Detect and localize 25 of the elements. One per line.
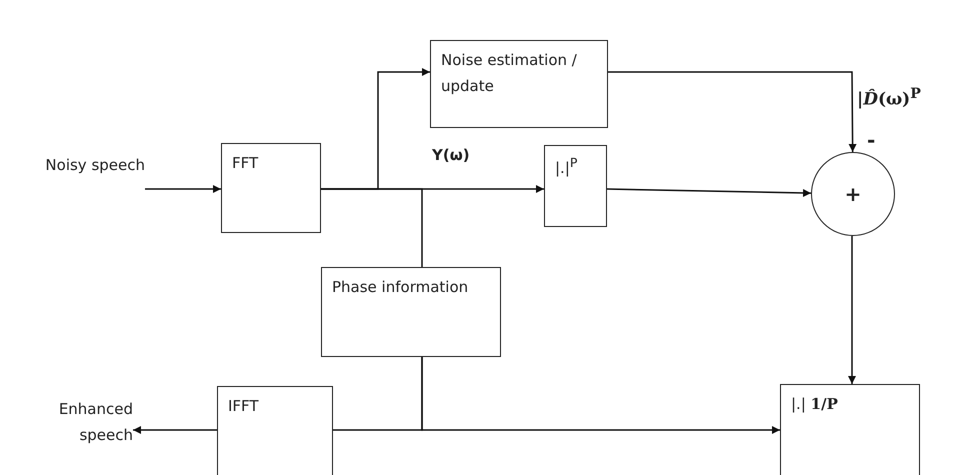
arrow — [145, 185, 221, 193]
process-box — [430, 40, 608, 128]
signal-label: Noisy speech — [45, 155, 145, 176]
arrow — [848, 235, 856, 384]
arrow — [606, 188, 812, 197]
edge-label: |D̂(ω)$^{P}$ — [857, 86, 921, 110]
edge-label: Y(ω) — [432, 146, 470, 164]
block-label: Phase information — [332, 277, 468, 298]
process-box — [221, 143, 321, 233]
labeled-arrow — [608, 71, 857, 152]
process-box — [321, 267, 501, 357]
block-label: IFFT — [228, 396, 259, 417]
connector-line — [321, 188, 423, 267]
process-box — [780, 384, 920, 475]
arrow — [421, 357, 780, 434]
block-label: FFT — [232, 153, 258, 174]
block-label: Noise estimation / update — [441, 50, 578, 98]
block-label: |.|$^{P}$ — [555, 154, 578, 179]
arrow — [133, 426, 217, 434]
plus-sign: + — [844, 180, 862, 208]
process-box — [217, 386, 333, 475]
process-box — [544, 145, 607, 227]
sign-label: - — [867, 128, 876, 152]
block-label: |.| 1/P — [791, 394, 838, 415]
signal-label: Enhanced speech — [58, 399, 133, 446]
